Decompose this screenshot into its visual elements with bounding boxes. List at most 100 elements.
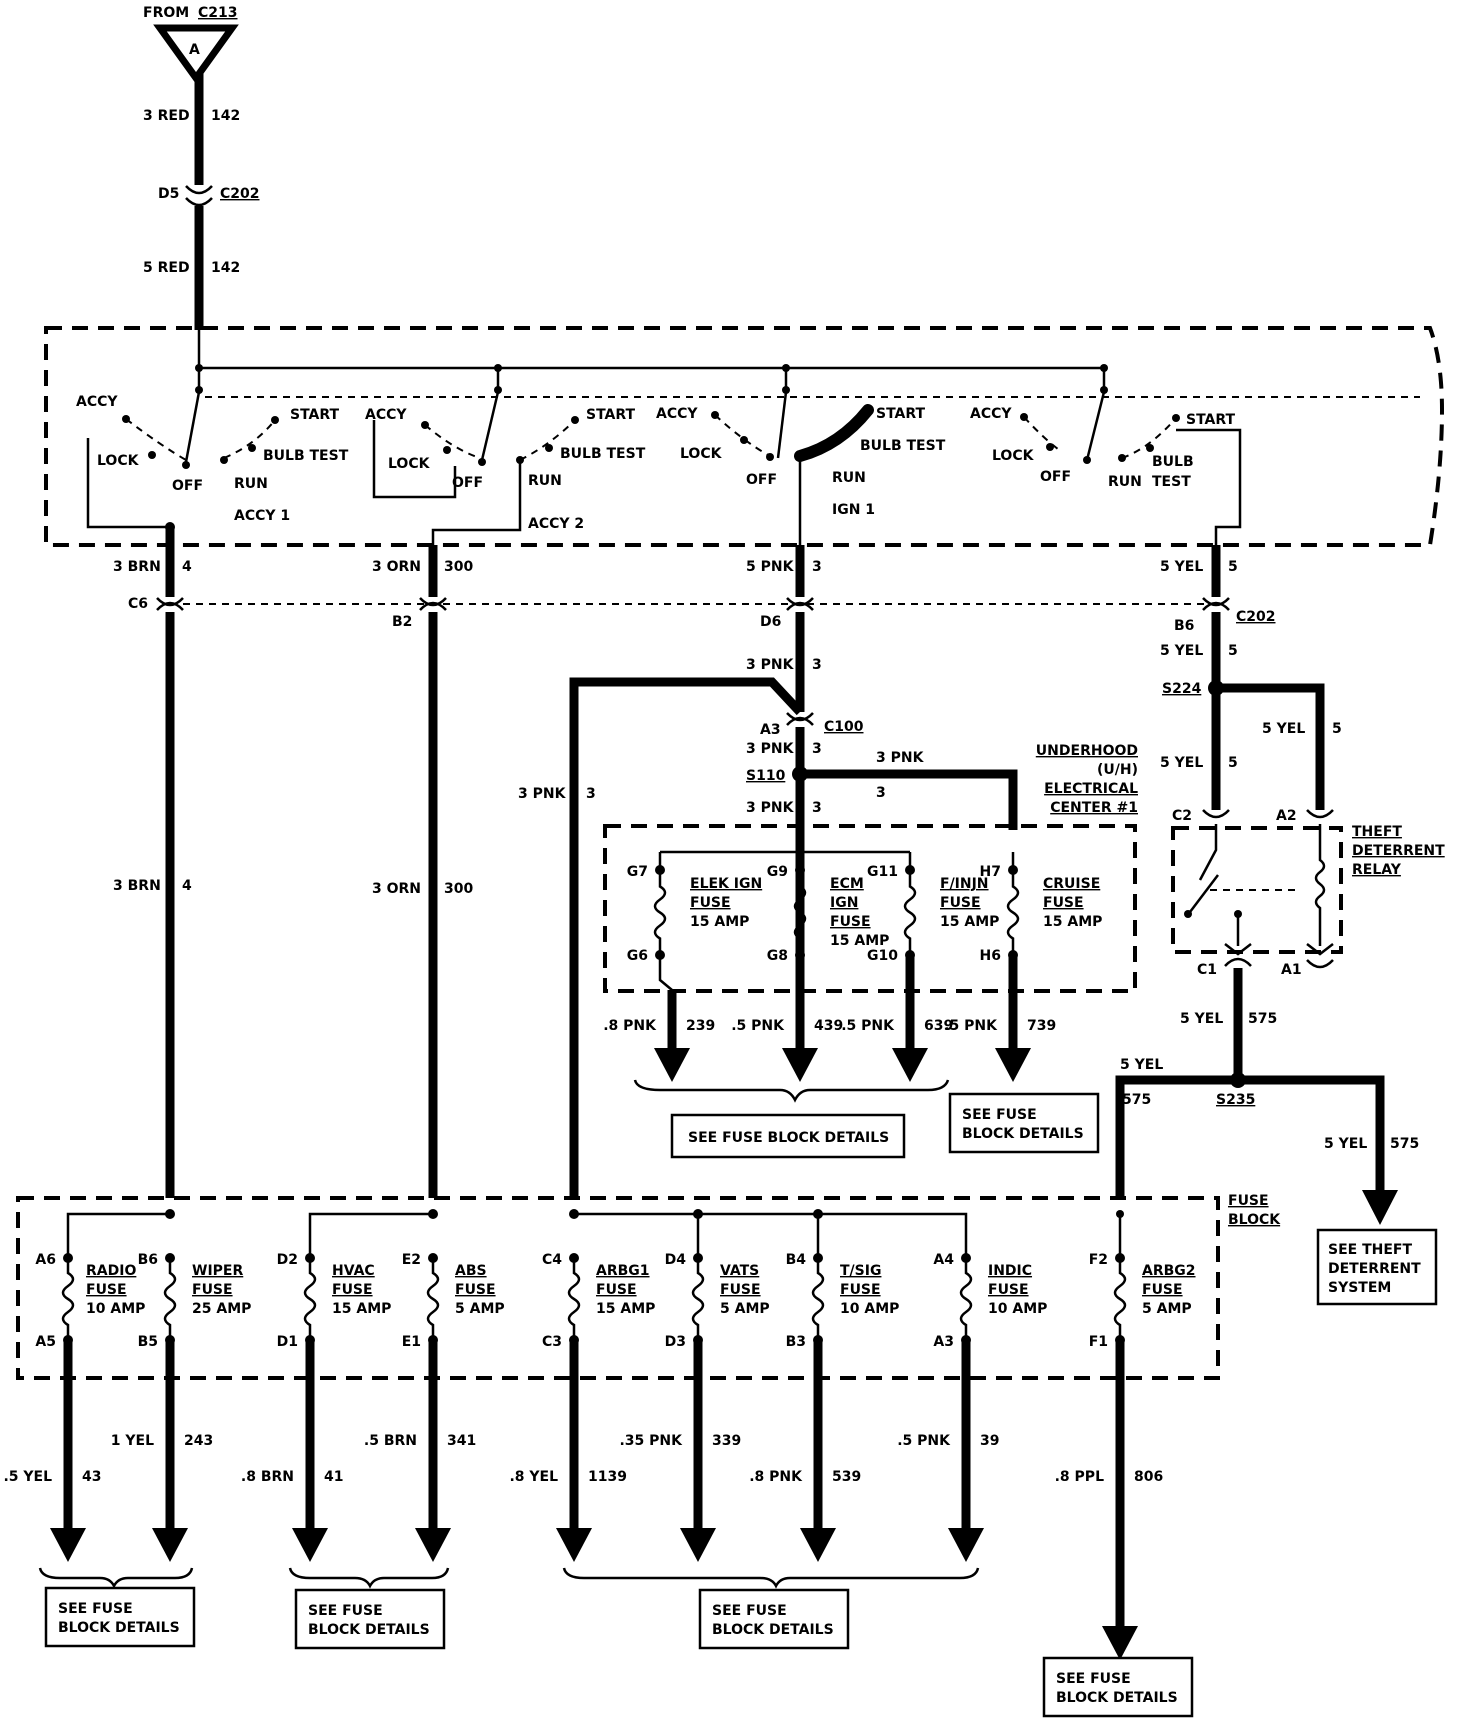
svg-text:BLOCK DETAILS: BLOCK DETAILS [962,1126,1084,1142]
svg-text:FUSE: FUSE [1142,1282,1183,1298]
svg-text:C4: C4 [542,1252,562,1268]
svg-text:SYSTEM: SYSTEM [1328,1280,1391,1296]
see-fuse-block-details-4 [1042,1656,1194,1718]
fb-fuse-4-symbol [567,1258,581,1340]
underhood-label: UNDERHOOD (U/H) ELECTRICAL CENTER #1 [1036,743,1138,816]
svg-text:BLOCK: BLOCK [1228,1212,1281,1228]
c202-label-right: C202 [1236,609,1276,625]
fb-output-arrow-8 [1102,1626,1138,1660]
svg-text:(U/H): (U/H) [1097,762,1138,778]
svg-text:G7: G7 [627,864,648,880]
svg-text:5: 5 [1228,559,1238,575]
svg-text:ARBG1: ARBG1 [596,1263,650,1279]
uh-brace [633,1079,950,1103]
svg-text:BLOCK DETAILS: BLOCK DETAILS [308,1622,430,1638]
svg-text:15 AMP: 15 AMP [940,914,999,930]
svg-text:H6: H6 [980,948,1001,964]
svg-text:575: 575 [1122,1092,1151,1108]
svg-text:FUSE: FUSE [830,914,871,930]
svg-text:HVAC: HVAC [332,1263,375,1279]
svg-text:3 PNK: 3 PNK [876,750,925,766]
b6-label: B6 [1174,618,1194,634]
svg-text:T/SIG: T/SIG [840,1263,881,1279]
svg-text:5: 5 [1228,755,1238,771]
svg-text:575: 575 [1390,1136,1419,1152]
switch-ign1: ACCY LOCK OFF RUN START BULB TEST IGN 1 [656,391,946,545]
see-fuse-block-details-uh [670,1113,906,1159]
svg-text:B4: B4 [786,1252,807,1268]
switch-accy1-blade [184,391,201,463]
svg-text:ABS: ABS [455,1263,487,1279]
svg-text:FUSE: FUSE [1043,895,1084,911]
svg-text:5 YEL: 5 YEL [1262,721,1305,737]
feed-upper-gauge: 3 RED [143,108,190,124]
svg-text:RELAY: RELAY [1352,862,1402,878]
d6-connector-icon [786,597,814,607]
svg-text:5 PNK: 5 PNK [746,559,795,575]
svg-text:C1: C1 [1197,962,1217,978]
switch-ign1-blade [776,391,788,459]
svg-text:43: 43 [82,1469,101,1485]
svg-text:FUSE: FUSE [332,1282,373,1298]
svg-text:ELEK IGN: ELEK IGN [690,876,762,892]
svg-text:ACCY: ACCY [656,406,698,422]
svg-text:3: 3 [812,559,822,575]
svg-text:SEE THEFT: SEE THEFT [1328,1242,1412,1258]
svg-text:39: 39 [980,1433,999,1449]
fb-output-arrow-3 [415,1528,451,1562]
svg-text:575: 575 [1248,1011,1277,1027]
svg-text:3: 3 [812,800,822,816]
feed-lower-circuit: 142 [211,260,240,276]
svg-text:G11: G11 [867,864,898,880]
svg-text:DETERRENT: DETERRENT [1352,843,1445,859]
fb-output-arrow-5 [680,1528,716,1562]
svg-text:FUSE: FUSE [455,1282,496,1298]
svg-text:A1: A1 [1281,962,1302,978]
svg-text:IGN: IGN [830,895,858,911]
svg-text:D2: D2 [277,1252,298,1268]
svg-text:.35 PNK: .35 PNK [619,1433,683,1449]
svg-text:OFF: OFF [746,472,777,488]
svg-text:SEE FUSE BLOCK DETAILS: SEE FUSE BLOCK DETAILS [688,1130,889,1146]
svg-text:3: 3 [876,785,886,801]
svg-text:639: 639 [924,1018,953,1034]
c6-connector-icon [156,597,184,607]
svg-text:3: 3 [586,786,596,802]
svg-text:3 BRN: 3 BRN [113,878,161,894]
svg-text:FUSE: FUSE [1228,1193,1269,1209]
svg-text:SEE FUSE: SEE FUSE [712,1603,787,1619]
svg-text:BLOCK DETAILS: BLOCK DETAILS [58,1620,180,1636]
svg-text:B6: B6 [138,1252,158,1268]
svg-text:UNDERHOOD: UNDERHOOD [1036,743,1138,759]
switch-accy2: ACCY LOCK OFF RUN START BULB TEST ACCY 2 [365,391,646,545]
svg-text:D3: D3 [665,1334,686,1350]
svg-text:300: 300 [444,881,473,897]
fb-fuse-3-symbol [426,1258,440,1340]
svg-text:RUN: RUN [832,470,866,486]
b2-label: B2 [392,614,412,630]
svg-text:3 ORN: 3 ORN [372,559,421,575]
theft-deterrent-relay: C2 A2 C1 A1 THEFT DETERRENT RELAY [1171,808,1445,978]
svg-text:A2: A2 [1276,808,1297,824]
source-c213: FROM C213 A [143,5,239,84]
svg-text:3: 3 [812,657,822,673]
svg-text:1 YEL: 1 YEL [111,1433,154,1449]
switch-accy2-blade [480,391,500,461]
switch-start-blade [1085,391,1106,461]
svg-text:START: START [876,406,926,422]
svg-text:ACCY: ACCY [970,406,1012,422]
switch-accy1: ACCY LOCK OFF RUN START BULB TEST ACCY 1 [76,391,349,529]
svg-text:G9: G9 [767,864,788,880]
c202-label-top: C202 [220,186,260,202]
svg-text:341: 341 [447,1433,476,1449]
svg-text:3 PNK: 3 PNK [746,800,795,816]
svg-text:15 AMP: 15 AMP [332,1301,391,1317]
svg-text:SEE FUSE: SEE FUSE [308,1603,383,1619]
svg-text:OFF: OFF [1040,469,1071,485]
c100-connector-icon [786,712,814,722]
svg-text:G6: G6 [627,948,648,964]
svg-text:25 AMP: 25 AMP [192,1301,251,1317]
